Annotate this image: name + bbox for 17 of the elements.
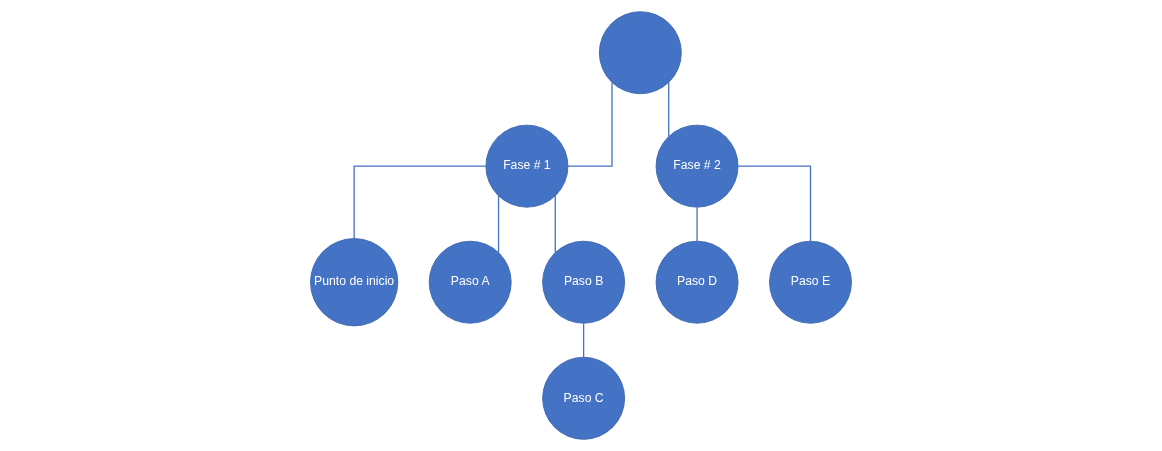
connector: [737, 165, 812, 242]
connector: [554, 195, 556, 254]
node-circle: Paso D: [655, 240, 739, 324]
node-circle: Paso B: [542, 240, 626, 324]
node-circle: Paso A: [428, 240, 512, 324]
node-circle: Fase # 1: [485, 124, 569, 208]
connector: [497, 195, 500, 254]
connector: [668, 81, 670, 137]
connector: [696, 206, 698, 242]
node-circle: Paso E: [769, 240, 852, 324]
connector: [567, 81, 613, 167]
node-circle: [598, 11, 682, 95]
node-circle: Punto de inicio: [310, 238, 399, 327]
node-circle: Paso C: [542, 356, 626, 440]
node-circle: Fase # 2: [655, 124, 739, 208]
connector: [582, 322, 585, 358]
connector: [353, 165, 487, 239]
